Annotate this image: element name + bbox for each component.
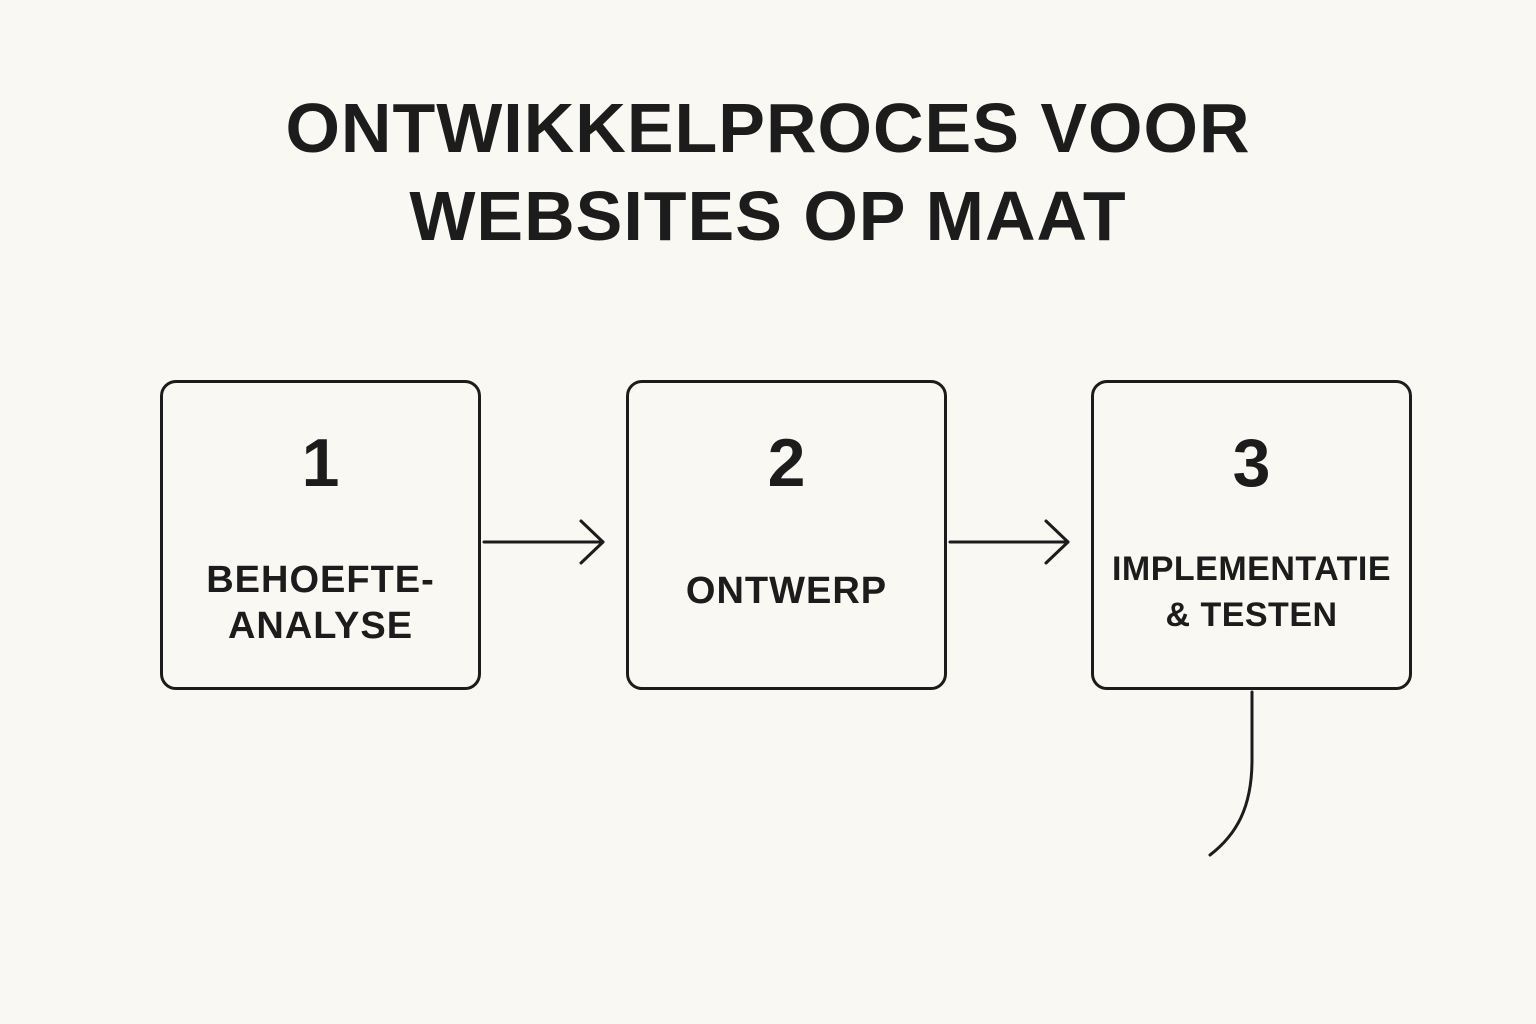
step-label-1-line-1: BEHOEFTE- [206, 559, 435, 601]
step-box-3: 3 IMPLEMENTATIE & TESTEN [1091, 380, 1412, 690]
step-label-3-line-2: & TESTEN [1165, 596, 1338, 634]
diagram-title: ONTWIKKELPROCES VOOR WEBSITES OP MAAT [0, 84, 1536, 260]
title-line-1: ONTWIKKELPROCES VOOR [285, 89, 1251, 167]
step-label-2-line-1: ONTWERP [685, 570, 888, 612]
arrow-1-to-2 [482, 519, 605, 565]
step-label-1: BEHOEFTE- ANALYSE [163, 557, 478, 649]
step-box-1: 1 BEHOEFTE- ANALYSE [160, 380, 481, 690]
title-line-2: WEBSITES OP MAAT [409, 177, 1127, 255]
step-box-2: 2 ONTWERP [626, 380, 947, 690]
step-label-1-line-2: ANALYSE [227, 605, 414, 647]
step-label-3: IMPLEMENTATIE & TESTEN [1094, 546, 1409, 638]
continuation-curve [1208, 690, 1254, 857]
step-number-3: 3 [1232, 425, 1271, 501]
step-label-2: ONTWERP [629, 568, 944, 614]
arrow-2-to-3 [948, 519, 1070, 565]
step-number-2: 2 [767, 425, 806, 501]
step-label-3-line-1: IMPLEMENTATIE [1111, 550, 1392, 588]
step-number-1: 1 [301, 425, 340, 501]
